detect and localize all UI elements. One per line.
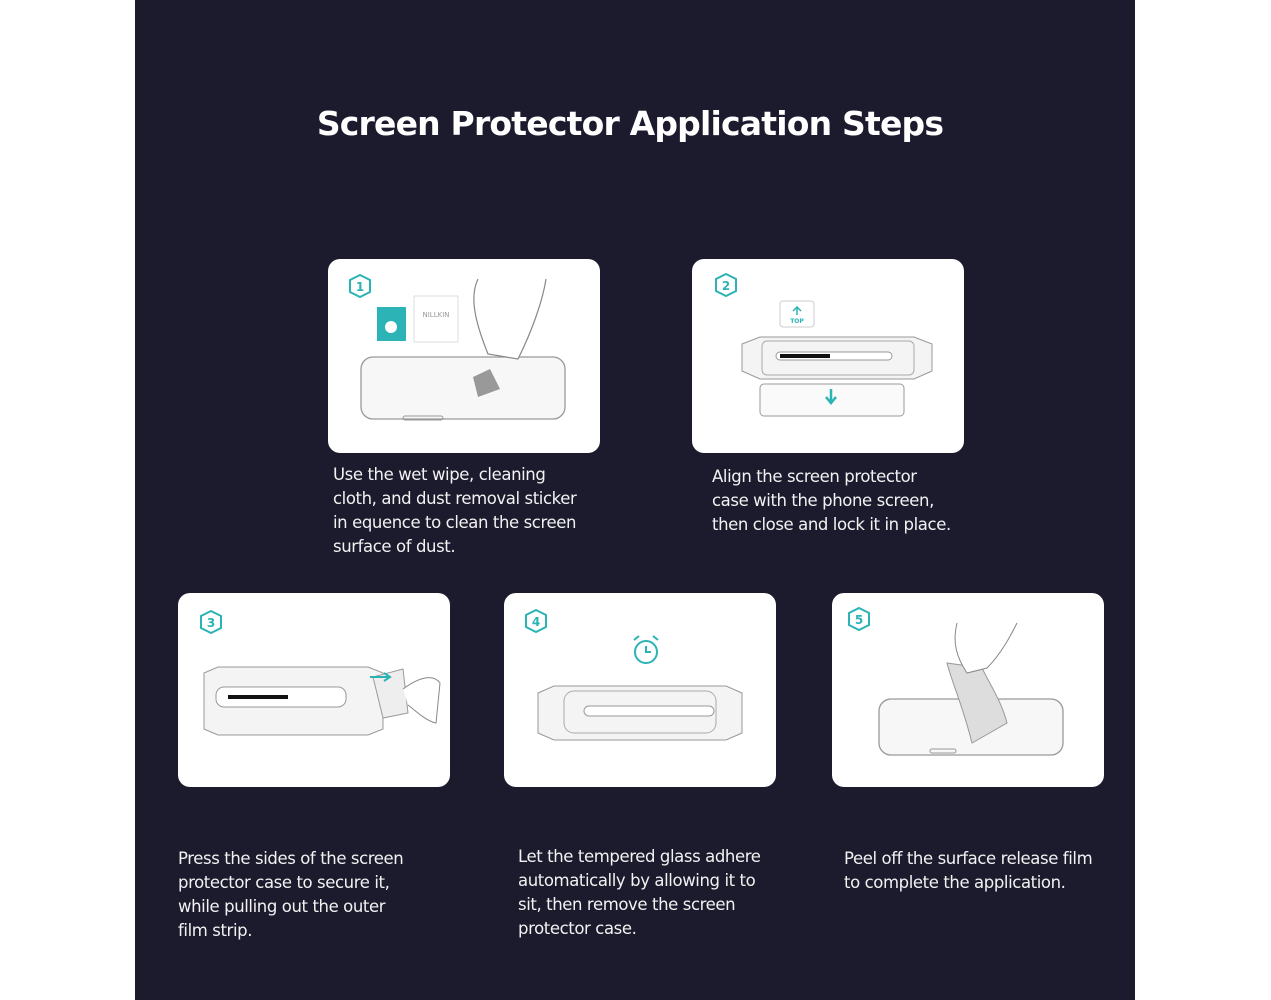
step-4-illustration: 4 [525,608,743,741]
step-1-card: 1 NILLKIN [328,259,600,453]
alarm-clock-icon [633,635,659,664]
step-3-card: 3 [178,593,450,787]
hand-icon [402,677,441,724]
step-3-illustration: 3 [200,609,441,736]
svg-text:1: 1 [356,280,364,294]
step-number-badge: 3 [200,609,222,635]
step-3-caption: Press the sides of the screen protector … [178,849,404,940]
hand-icon [954,622,1018,674]
svg-text:4: 4 [532,615,540,629]
release-film-icon [946,662,1008,744]
svg-text:5: 5 [855,613,863,627]
step-4-card: 4 [504,593,776,787]
step-5-card: 5 [832,593,1104,787]
step-5-caption: Peel off the surface release film to com… [844,849,1093,892]
pull-arrow-icon [370,672,392,682]
svg-text:TOP: TOP [790,318,804,325]
step-1-caption: Use the wet wipe, cleaning cloth, and du… [333,465,577,556]
step-4-caption: Let the tempered glass adhere automatica… [518,847,761,938]
step-number-badge: 2 [715,272,737,298]
background-panel [135,0,1135,1000]
svg-text:NILLKIN: NILLKIN [423,311,450,319]
dust-sticker-icon [413,295,459,343]
step-1-illustration: 1 NILLKIN [349,273,566,421]
film-strip-icon [372,668,409,719]
step-2-caption: Align the screen protector case with the… [712,467,951,534]
down-arrow-icon [825,389,837,405]
phone-icon [360,356,566,420]
step-number-badge: 5 [848,606,870,632]
page-title: Screen Protector Application Steps [316,104,944,143]
step-number-badge: 1 [349,273,371,299]
svg-text:2: 2 [722,279,730,293]
svg-text:3: 3 [207,616,215,630]
hand-icon [473,278,547,360]
step-2-card: 2 TOP [692,259,964,453]
step-number-badge: 4 [525,608,547,634]
step-2-illustration: 2 TOP [715,272,933,417]
step-5-illustration: 5 [848,606,1064,756]
